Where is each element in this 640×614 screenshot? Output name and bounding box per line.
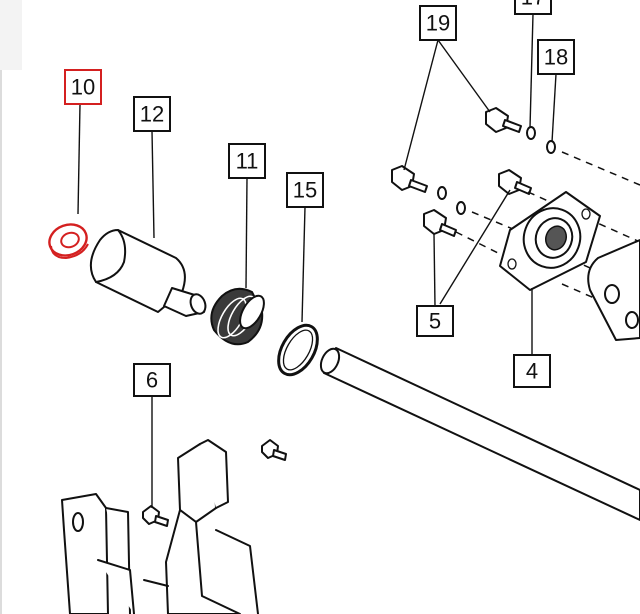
shaft [319,347,640,521]
svg-text:10: 10 [71,75,95,100]
svg-text:5: 5 [429,309,441,334]
hardware-bolts-washers [391,107,640,319]
svg-text:12: 12 [140,102,164,127]
sheet-metal-frame [61,439,259,614]
leader-lines [77,13,557,508]
callout-15[interactable]: 15 [286,172,324,208]
callout-18[interactable]: 18 [537,39,575,75]
screws-part-6 [142,439,287,527]
part-12-roller [89,229,207,317]
part-4-flange-bearing [499,191,601,291]
callout-11[interactable]: 11 [228,143,266,179]
part-10-seal-ring [48,223,89,260]
part-15-snap-ring [277,323,319,377]
part-11-bellows [210,287,265,346]
svg-text:11: 11 [236,149,259,174]
svg-text:4: 4 [526,359,538,384]
callout-4[interactable]: 4 [513,354,551,388]
svg-text:19: 19 [426,11,450,36]
callout-6[interactable]: 6 [133,363,171,397]
svg-text:6: 6 [146,368,158,393]
callout-10[interactable]: 10 [64,69,102,105]
svg-text:18: 18 [544,45,568,70]
svg-text:15: 15 [293,178,317,203]
callout-5[interactable]: 5 [416,305,454,337]
callout-19[interactable]: 19 [419,5,457,41]
callout-12[interactable]: 12 [133,96,171,132]
right-bracket [587,239,640,341]
svg-text:17: 17 [521,0,545,10]
callout-17[interactable]: 17 [514,0,552,15]
